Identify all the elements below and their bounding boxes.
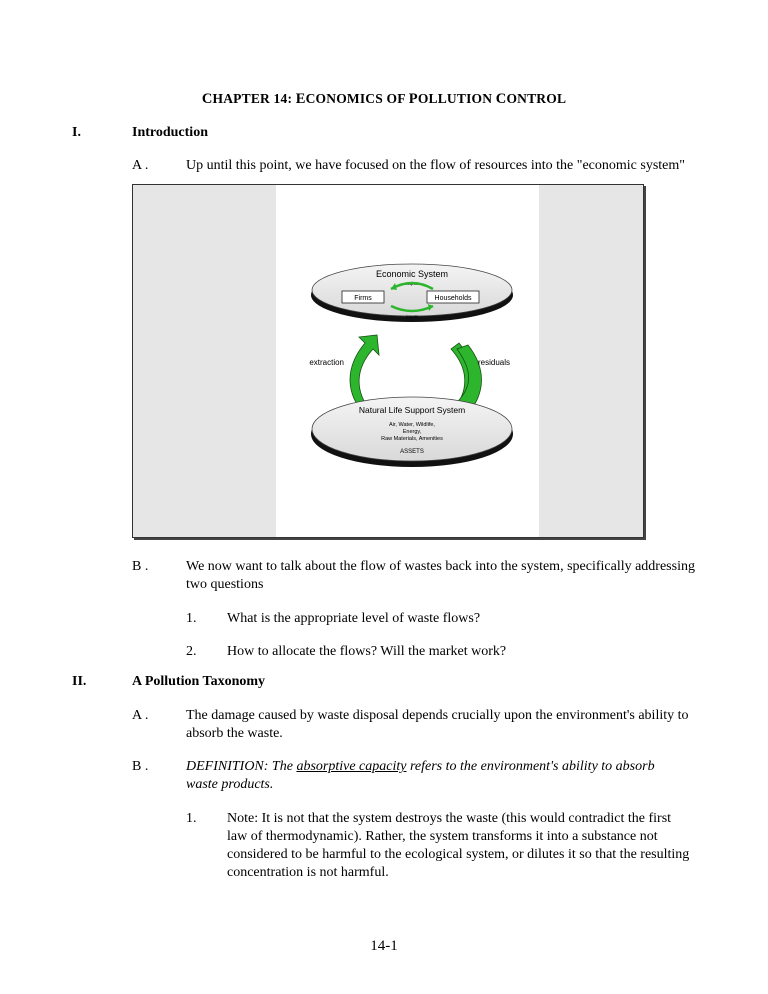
figure-right-panel <box>539 185 643 537</box>
section-heading: Introduction <box>132 125 208 140</box>
item-text: Up until this point, we have focused on … <box>186 158 685 173</box>
note-text: Note: It is not that the system destroys… <box>227 811 690 880</box>
question-number: 1. <box>186 611 197 626</box>
economic-system-figure: Economic System outputs Firms Households… <box>132 184 644 538</box>
households-label: Households <box>435 295 472 302</box>
natural-system-label: Natural Life Support System <box>359 405 465 415</box>
figure-left-panel <box>133 185 276 537</box>
inputs-label: inputs <box>406 314 419 319</box>
firms-label: Firms <box>354 295 372 302</box>
assets-label: ASSETS <box>400 449 424 455</box>
firms-box <box>341 290 385 304</box>
question-number: 2. <box>186 644 197 659</box>
section-heading: A Pollution Taxonomy <box>132 674 266 689</box>
item-label: A . <box>132 158 149 173</box>
section-number: II. <box>72 674 87 689</box>
inputs-arrowhead <box>428 304 433 311</box>
assets-line3: Raw Materials, Amenities <box>381 436 443 442</box>
households-box <box>426 290 480 304</box>
defined-term: absorptive capacity <box>296 759 407 774</box>
item-label: B . <box>132 759 149 774</box>
item-text: We now want to talk about the flow of wa… <box>186 559 695 592</box>
definition-text: DEFINITION: The absorptive capacity refe… <box>186 759 655 792</box>
item-label: B . <box>132 559 149 574</box>
residuals-label: residuals <box>478 358 510 367</box>
question-text: How to allocate the flows? Will the mark… <box>227 644 507 659</box>
question-text: What is the appropriate level of waste f… <box>227 611 481 626</box>
item-text: The damage caused by waste disposal depe… <box>186 708 689 741</box>
outputs-arrowhead <box>391 283 397 290</box>
economic-diagram: Economic System outputs Firms Households… <box>309 263 513 467</box>
extraction-label: extraction <box>309 358 344 367</box>
section-number: I. <box>72 125 81 140</box>
item-label: A . <box>132 708 149 723</box>
assets-line1: Air, Water, Wildlife, <box>389 422 435 428</box>
page-number: 14-1 <box>370 938 398 954</box>
note-number: 1. <box>186 811 197 826</box>
chapter-title: CHAPTER 14: ECONOMICS OF POLLUTION CONTR… <box>201 91 567 107</box>
economic-system-label: Economic System <box>376 269 448 279</box>
natural-system-ellipse <box>311 396 513 462</box>
assets-line2: Energy, <box>403 429 422 435</box>
